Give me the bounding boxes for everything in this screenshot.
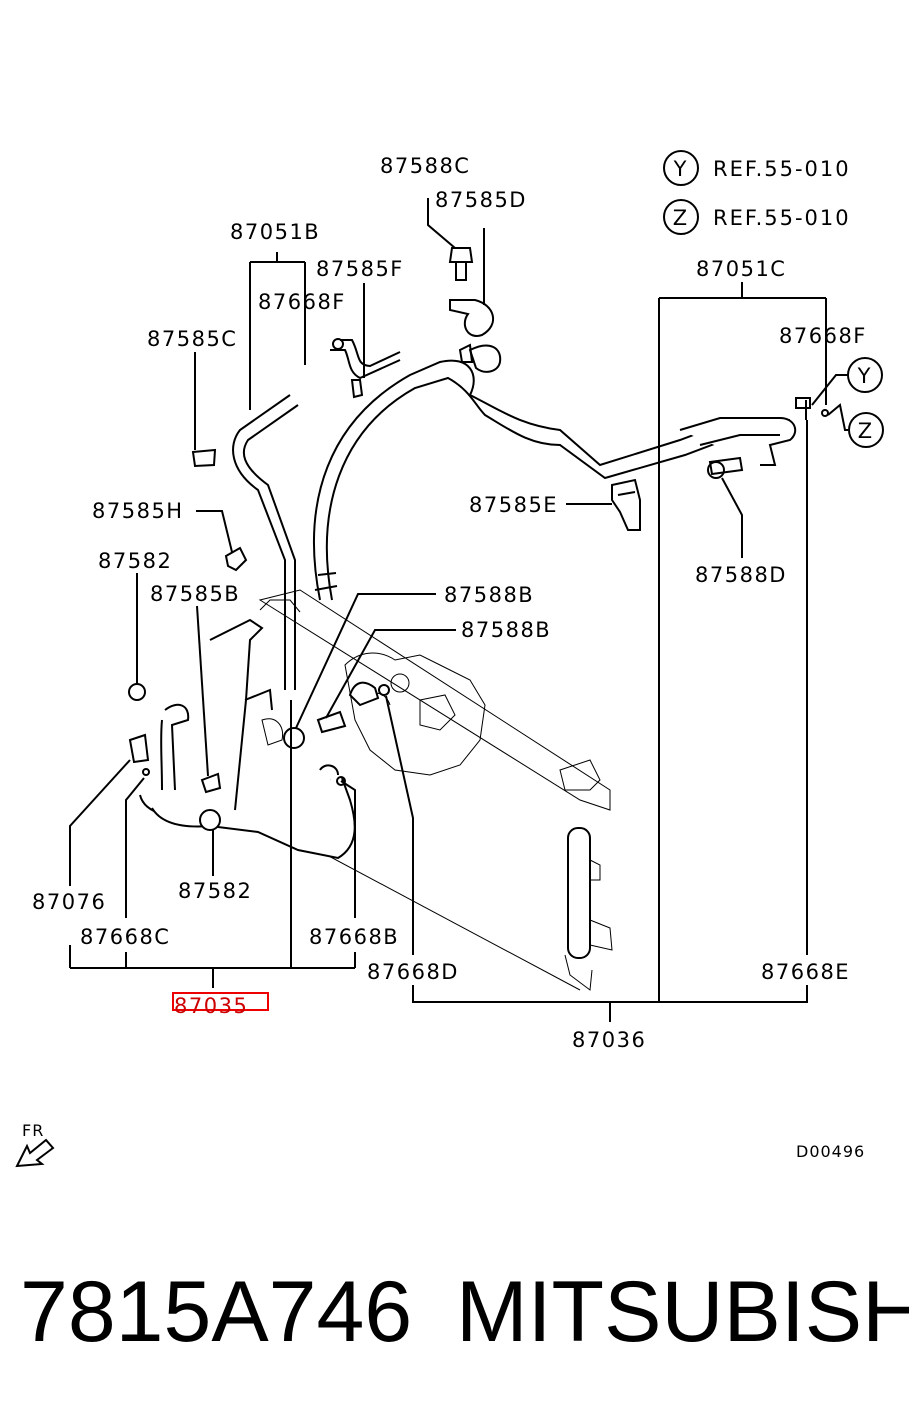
clip-87585H (224, 546, 248, 572)
ref-y-letter: Y (673, 157, 689, 181)
drawing-code: D00496 (796, 1142, 865, 1161)
label-87668C: 87668C (80, 925, 170, 949)
label-87668E: 87668E (761, 960, 850, 984)
highlight-box-87035 (172, 992, 269, 1011)
front-arrow: FR (15, 1121, 55, 1168)
ref-z-text: REF.55-010 (713, 206, 851, 230)
compressor (344, 652, 486, 776)
label-87051C: 87051C (696, 257, 786, 281)
label-87582-top: 87582 (98, 549, 172, 573)
label-87588C: 87588C (380, 154, 470, 178)
callout-y-circle (847, 357, 883, 393)
label-87585B: 87585B (150, 582, 240, 606)
ref-legend: Y REF.55-010 Z REF.55-010 (663, 150, 851, 235)
label-87051B: 87051B (230, 220, 320, 244)
callout-z: Z (858, 419, 874, 443)
label-87585F: 87585F (316, 257, 404, 281)
discharge-hose-87035 (128, 618, 356, 860)
label-87585D: 87585D (435, 188, 527, 212)
leader-lines (69, 198, 848, 1022)
label-87076: 87076 (32, 890, 106, 914)
suction-hose-upper (313, 359, 791, 601)
callout-z-circle (848, 412, 884, 448)
footer: 7815A746 MITSUBISHI (0, 1262, 909, 1362)
part-number: 7815A746 (20, 1264, 413, 1360)
label-87582-bottom: 87582 (178, 879, 252, 903)
label-87668D: 87668D (367, 960, 459, 984)
front-label: FR (22, 1121, 44, 1140)
bolt-87588C-group (448, 247, 502, 373)
liquid-pipe-87051B (232, 338, 401, 690)
clip-87585C (191, 448, 217, 468)
label-87668B: 87668B (309, 925, 399, 949)
label-87588B-upper: 87588B (444, 583, 534, 607)
ref-y-text: REF.55-010 (713, 157, 851, 181)
pipe-87051C (679, 397, 829, 479)
label-87585H: 87585H (92, 499, 184, 523)
front-arrow-icon (15, 1138, 55, 1168)
label-87668F-left: 87668F (258, 290, 346, 314)
bracket-87585E (611, 478, 641, 531)
label-87036: 87036 (572, 1028, 646, 1052)
label-87588D: 87588D (695, 563, 787, 587)
part-labels: 87588C 87585D 87051B 87585F 87668F 87585… (32, 154, 867, 1052)
brand-name: MITSUBISHI (456, 1264, 909, 1360)
label-87668F-right: 87668F (779, 324, 867, 348)
parts-diagram: Y REF.55-010 Z REF.55-010 (15, 150, 884, 1168)
label-87585C: 87585C (147, 327, 237, 351)
label-87588B-lower: 87588B (461, 618, 551, 642)
label-87585E: 87585E (469, 493, 558, 517)
callout-y: Y (857, 364, 873, 388)
label-87035[interactable]: 87035 (174, 994, 248, 1018)
ref-z-letter: Z (673, 206, 689, 230)
